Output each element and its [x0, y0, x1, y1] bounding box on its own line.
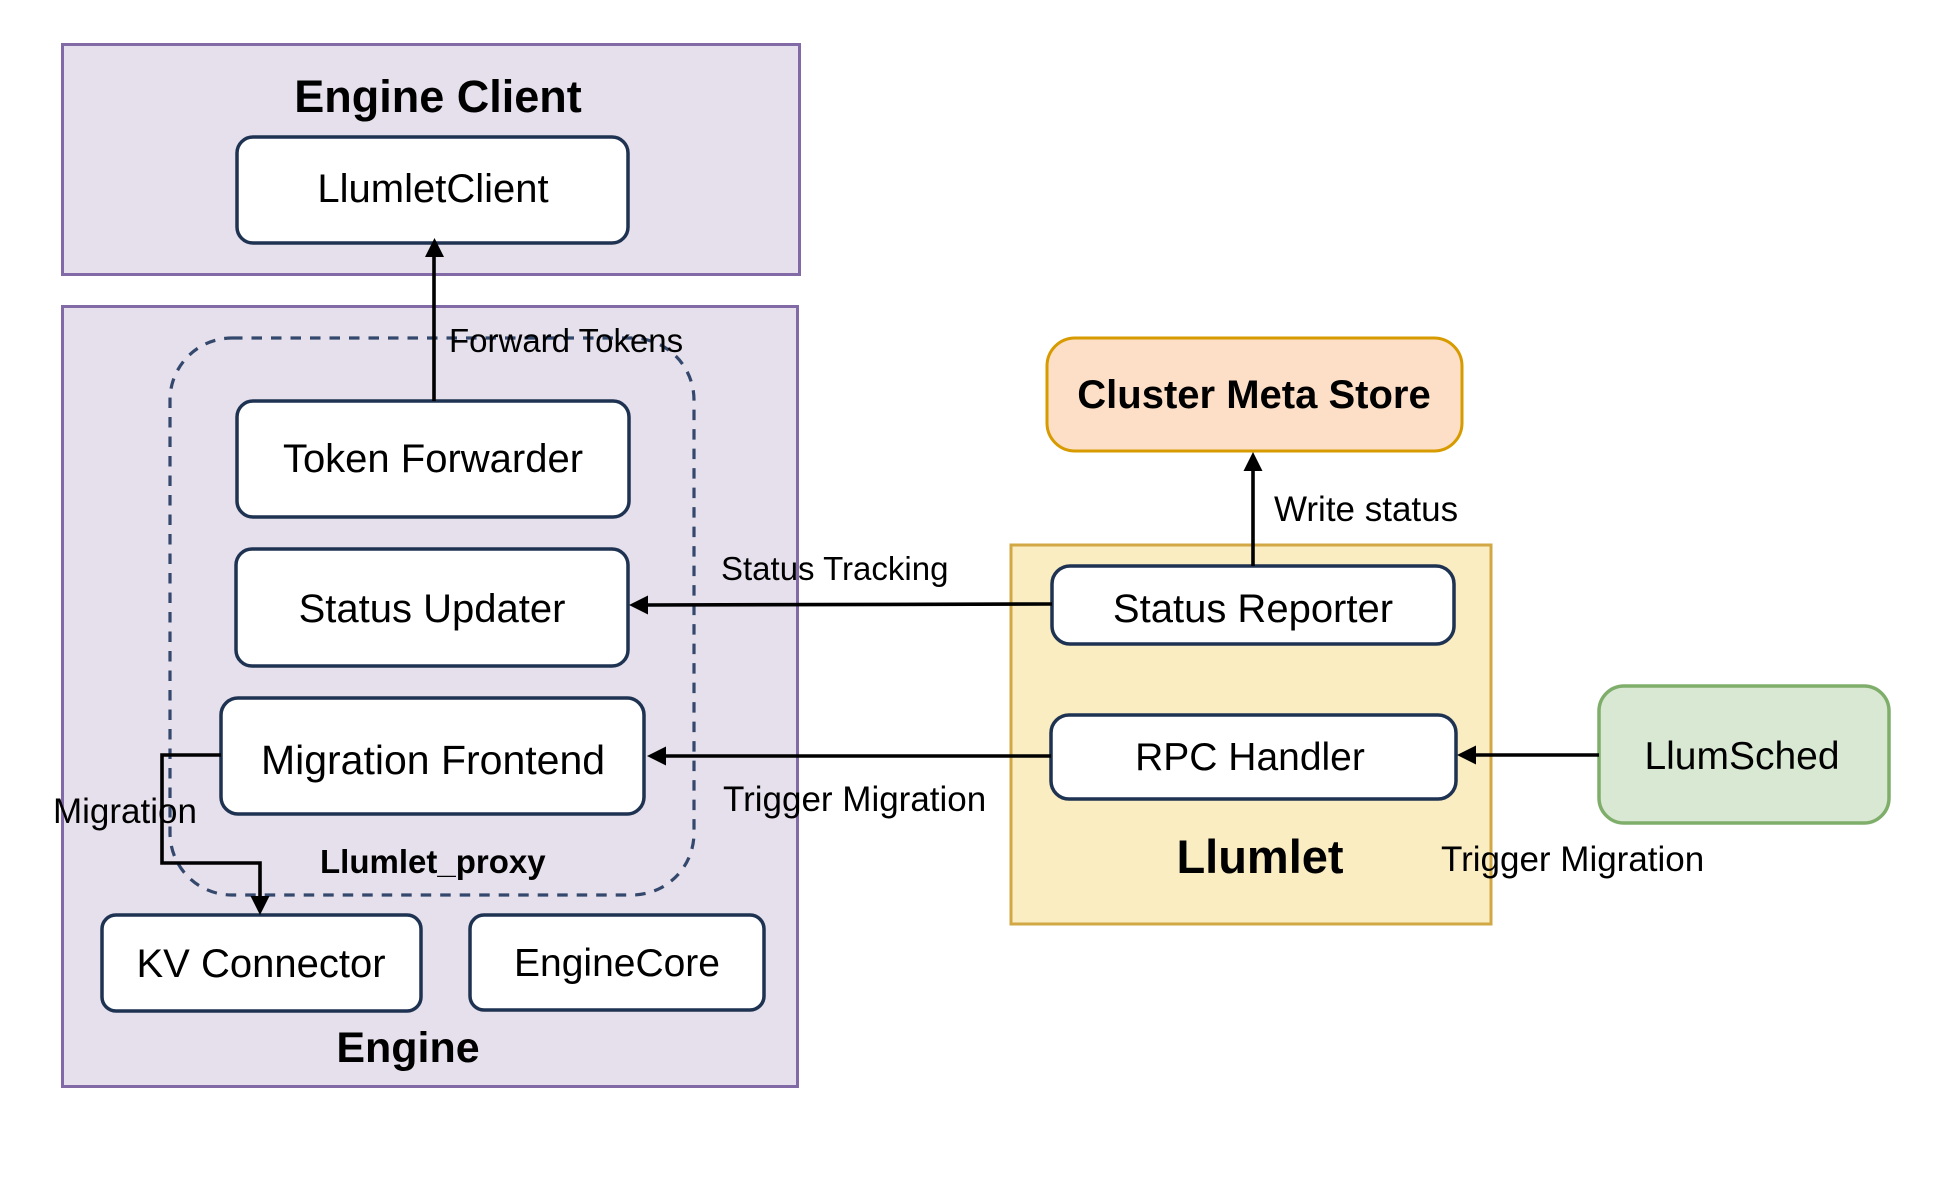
- svg-text:Write status: Write status: [1274, 490, 1458, 529]
- svg-text:Trigger Migration: Trigger Migration: [1441, 840, 1704, 879]
- svg-text:Trigger Migration: Trigger Migration: [723, 780, 986, 819]
- svg-text:Migration: Migration: [53, 792, 197, 831]
- svg-text:LlumletClient: LlumletClient: [317, 167, 548, 211]
- svg-text:Forward Tokens: Forward Tokens: [449, 322, 683, 359]
- svg-text:Status Tracking: Status Tracking: [721, 550, 948, 587]
- svg-text:Token Forwarder: Token Forwarder: [283, 437, 583, 481]
- svg-text:Migration Frontend: Migration Frontend: [261, 737, 605, 783]
- svg-text:RPC Handler: RPC Handler: [1135, 736, 1365, 779]
- svg-text:Engine: Engine: [336, 1024, 479, 1072]
- svg-text:EngineCore: EngineCore: [514, 942, 720, 985]
- svg-text:Llumlet_proxy: Llumlet_proxy: [320, 843, 546, 880]
- svg-text:Engine Client: Engine Client: [294, 71, 582, 122]
- svg-text:KV Connector: KV Connector: [136, 942, 385, 986]
- svg-text:Status Reporter: Status Reporter: [1113, 587, 1393, 631]
- svg-text:LlumSched: LlumSched: [1644, 735, 1839, 778]
- svg-text:Cluster Meta Store: Cluster Meta Store: [1077, 373, 1430, 417]
- svg-text:Status Updater: Status Updater: [299, 587, 566, 631]
- svg-text:Llumlet: Llumlet: [1176, 830, 1343, 883]
